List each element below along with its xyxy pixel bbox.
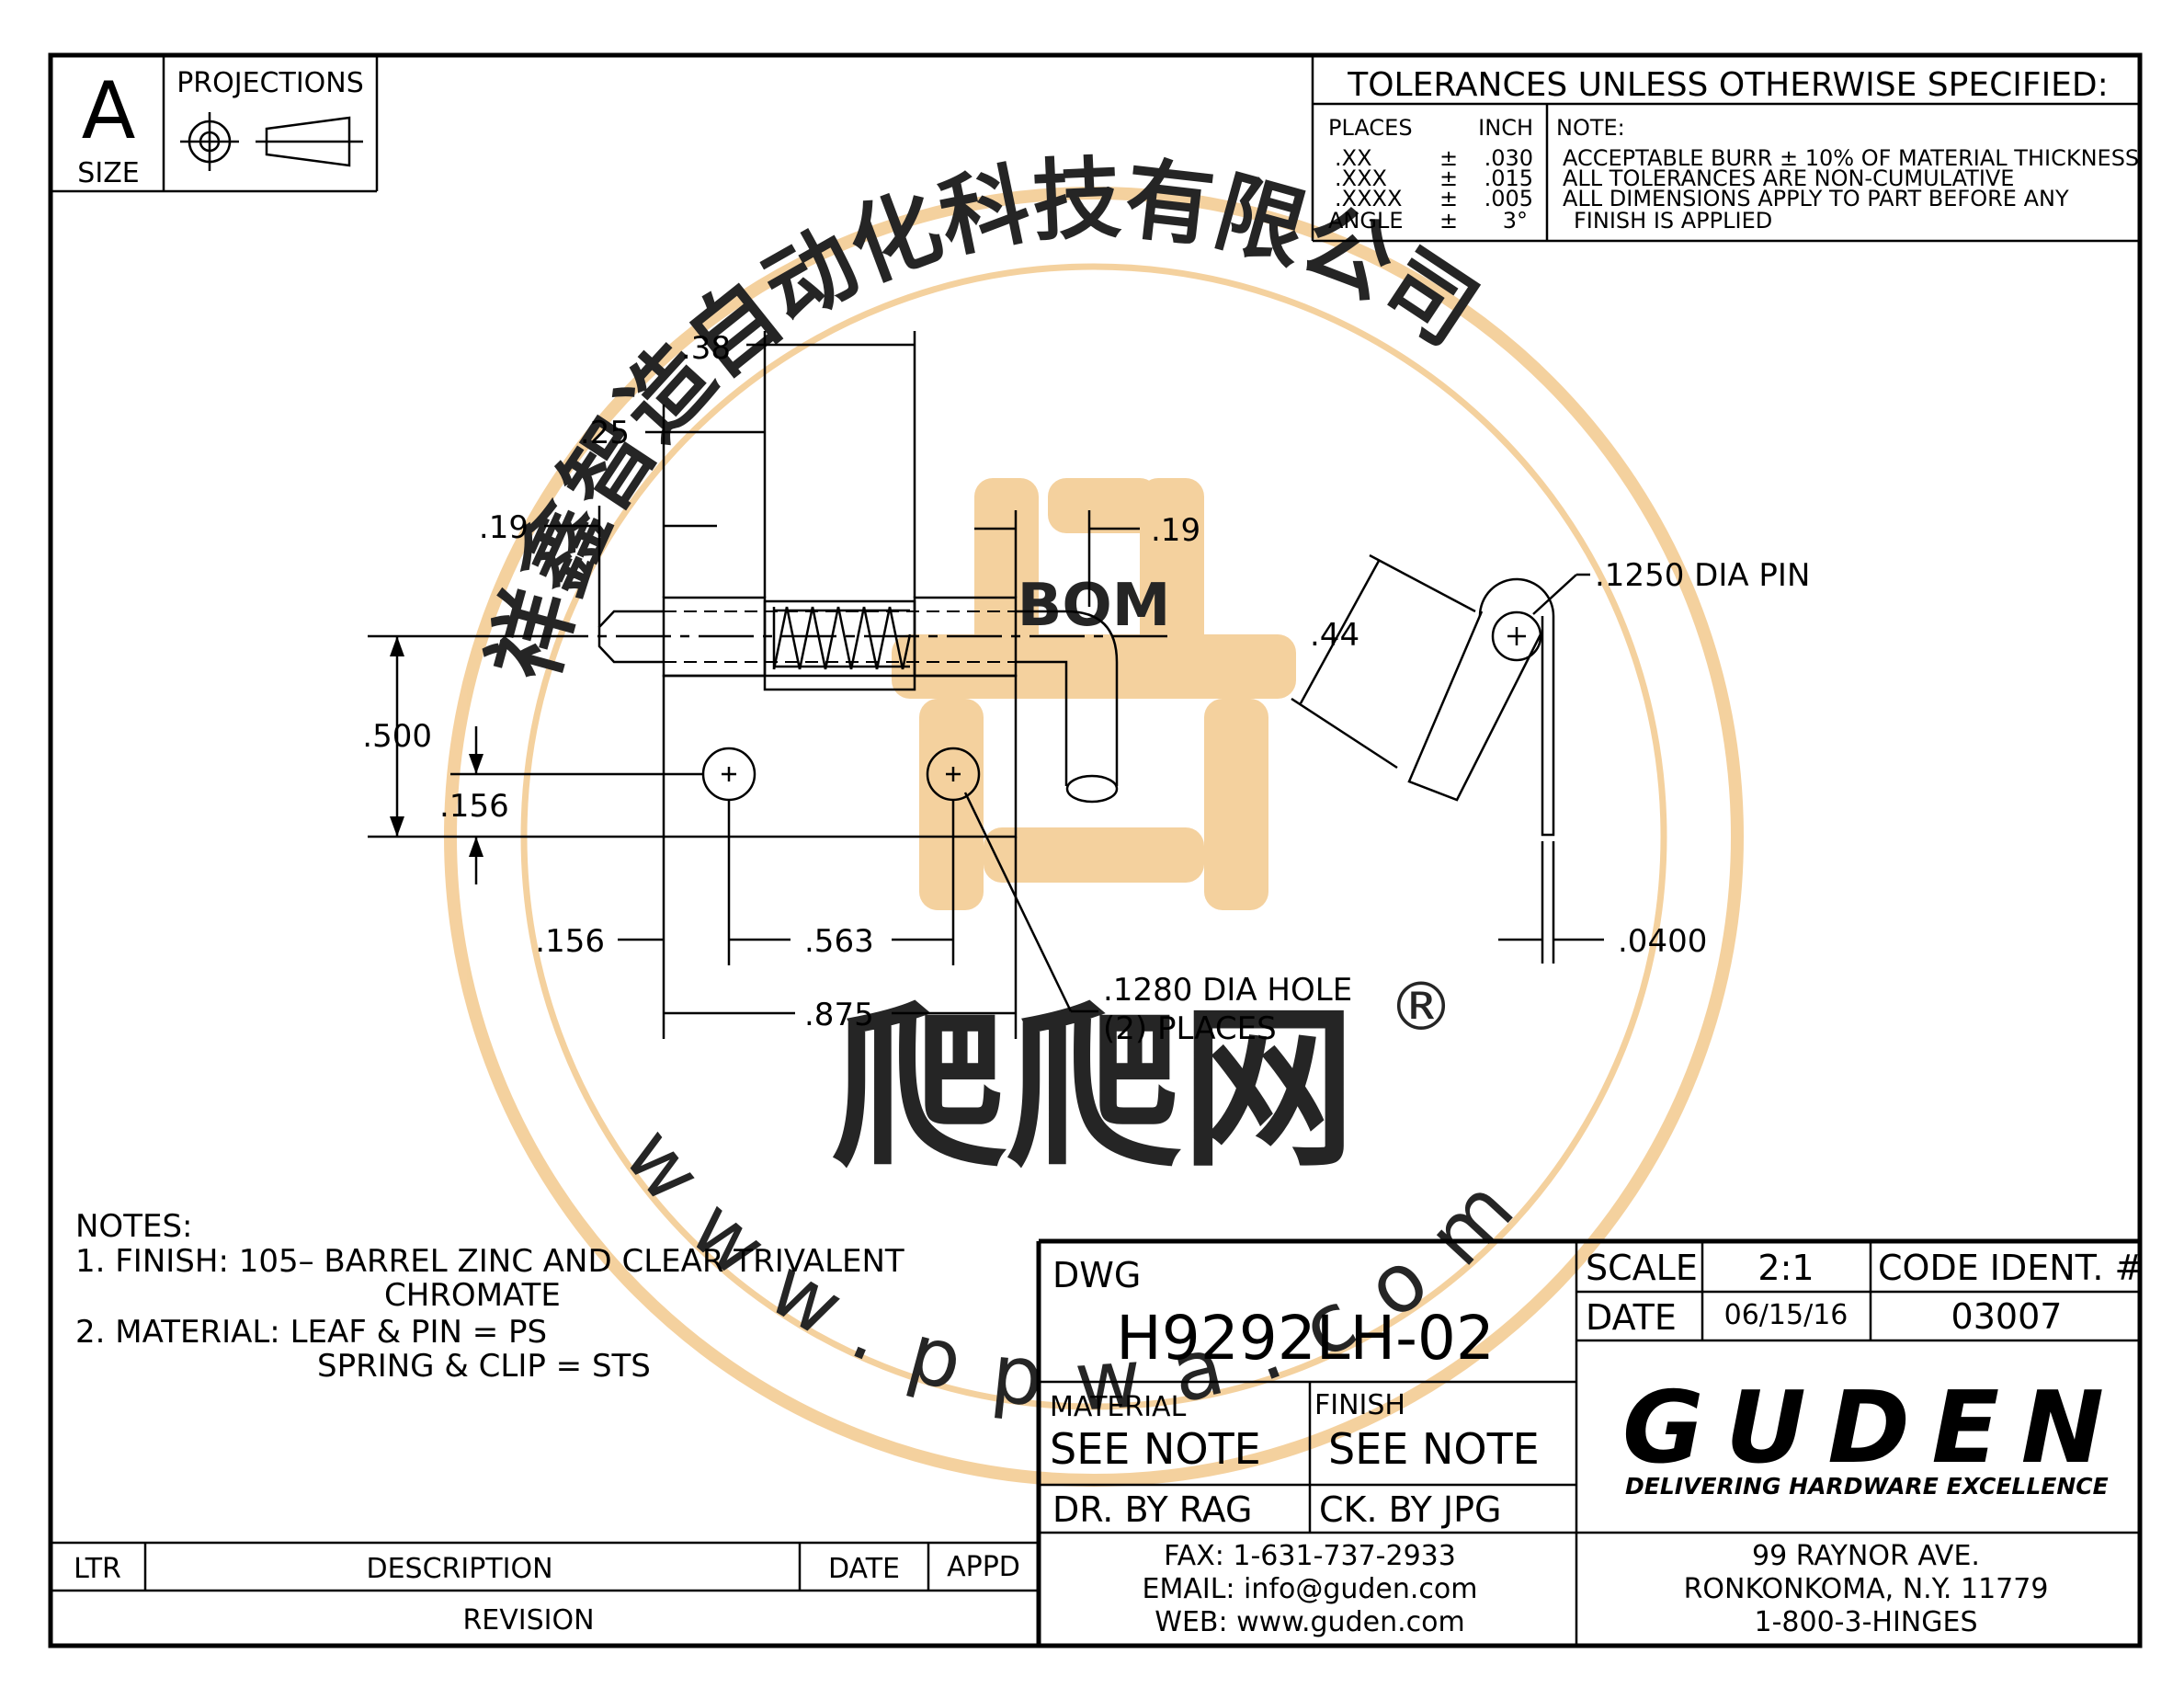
web: WEB: www.guden.com bbox=[1155, 1606, 1464, 1638]
fax: FAX: 1-631-737-2933 bbox=[1164, 1540, 1456, 1572]
address-line-3: 1-800-3-HINGES bbox=[1754, 1606, 1977, 1638]
size-label: SIZE bbox=[77, 157, 139, 189]
watermark-reg: ® bbox=[1388, 968, 1454, 1045]
note-line: ACCEPTABLE BURR ± 10% OF MATERIAL THICKN… bbox=[1563, 145, 2139, 171]
spring bbox=[772, 606, 912, 670]
watermark-bom: BOM bbox=[1018, 572, 1171, 640]
note-line: ALL DIMENSIONS APPLY TO PART BEFORE ANY bbox=[1563, 186, 2069, 211]
title-block: DWG H9292LH-02 MATERIAL SEE NOTE FINISH … bbox=[1036, 1238, 2144, 1646]
tolerance-rows: .XX ± .030 .XXX ± .015 .XXXX ± .005 ANGL… bbox=[1328, 145, 1533, 234]
tol-value: .030 bbox=[1484, 145, 1533, 171]
drawing-border bbox=[48, 52, 2143, 1648]
finish-label: FINISH bbox=[1314, 1389, 1405, 1421]
watermark-brand: 爬爬网 bbox=[832, 987, 1356, 1191]
rev-description-header: DESCRIPTION bbox=[366, 1553, 552, 1585]
tol-place: .XXXX bbox=[1335, 186, 1402, 211]
hinge-front-view bbox=[533, 596, 1172, 838]
tol-place: .XXX bbox=[1335, 165, 1387, 191]
dim-0156-vertical: .156 bbox=[439, 788, 509, 825]
material-value: SEE NOTE bbox=[1050, 1424, 1261, 1474]
revision-footer: REVISION bbox=[462, 1604, 594, 1637]
note-1-line-a: 1. FINISH: 105– BARREL ZINC AND CLEAR TR… bbox=[75, 1243, 904, 1280]
hole-callout-line2: (2) PLACES bbox=[1103, 1010, 1277, 1047]
pin-callout: .1250 DIA PIN bbox=[1595, 557, 1810, 594]
dim-0500: .500 bbox=[362, 718, 432, 755]
inch-header: INCH bbox=[1478, 115, 1533, 141]
dim-025: .25 bbox=[580, 415, 630, 451]
scale-value: 2:1 bbox=[1757, 1248, 1814, 1288]
code-ident-label: CODE IDENT. # bbox=[1878, 1248, 2144, 1288]
dim-044: .44 bbox=[1310, 617, 1359, 654]
rev-appd-header: APPD bbox=[947, 1551, 1020, 1583]
material-label: MATERIAL bbox=[1050, 1391, 1187, 1423]
note-2-line-b: SPRING & CLIP = STS bbox=[317, 1348, 651, 1385]
tol-place: .XX bbox=[1335, 145, 1372, 171]
drawn-by: DR. BY RAG bbox=[1052, 1489, 1252, 1530]
dim-019-right: .19 bbox=[1151, 512, 1200, 549]
date-label: DATE bbox=[1586, 1297, 1677, 1338]
rev-date-header: DATE bbox=[828, 1553, 900, 1585]
dwg-label: DWG bbox=[1052, 1255, 1141, 1295]
tol-value: .005 bbox=[1484, 186, 1533, 211]
size-block: A SIZE PROJECTIONS bbox=[51, 55, 379, 193]
hinge-side-view bbox=[1407, 577, 1555, 837]
note-2-line-a: 2. MATERIAL: LEAF & PIN = PS bbox=[75, 1314, 547, 1351]
dim-0400: .0400 bbox=[1618, 923, 1707, 960]
dim-0563: .563 bbox=[804, 923, 874, 960]
tol-pm: ± bbox=[1439, 165, 1458, 191]
tol-pm: ± bbox=[1439, 208, 1458, 234]
tolerances-block: TOLERANCES UNLESS OTHERWISE SPECIFIED: P… bbox=[1311, 55, 2140, 243]
checked-by: CK. BY JPG bbox=[1319, 1489, 1501, 1530]
tolerances-title: TOLERANCES UNLESS OTHERWISE SPECIFIED: bbox=[1347, 66, 2109, 104]
tol-value: 3° bbox=[1503, 208, 1528, 234]
address-line-2: RONKONKOMA, N.Y. 11779 bbox=[1684, 1573, 2049, 1605]
notes-title: NOTES: bbox=[75, 1208, 192, 1245]
dim-0156-horizontal: .156 bbox=[535, 923, 605, 960]
note-line: FINISH IS APPLIED bbox=[1574, 208, 1772, 234]
guden-tagline: DELIVERING HARDWARE EXCELLENCE bbox=[1625, 1473, 2109, 1500]
third-angle-projection-icon bbox=[180, 112, 363, 171]
tol-pm: ± bbox=[1439, 145, 1458, 171]
note-line: ALL TOLERANCES ARE NON-CUMULATIVE bbox=[1563, 165, 2014, 191]
finish-value: SEE NOTE bbox=[1328, 1424, 1540, 1474]
dim-038: .38 bbox=[681, 330, 731, 367]
date-value: 06/15/16 bbox=[1724, 1299, 1848, 1331]
email: EMAIL: info@guden.com bbox=[1142, 1573, 1477, 1605]
note-1-line-b: CHROMATE bbox=[384, 1277, 561, 1314]
guden-logo: GUDEN DELIVERING HARDWARE EXCELLENCE bbox=[1622, 1371, 2109, 1500]
dimensions: .38 .25 .19 .19 .500 .156 bbox=[362, 330, 1810, 1047]
size-letter: A bbox=[82, 65, 136, 157]
notes-block: NOTES: 1. FINISH: 105– BARREL ZINC AND C… bbox=[75, 1208, 904, 1385]
dwg-number: H9292LH-02 bbox=[1116, 1303, 1495, 1374]
code-ident-value: 03007 bbox=[1951, 1296, 2063, 1337]
tol-pm: ± bbox=[1439, 186, 1458, 211]
places-header: PLACES bbox=[1328, 115, 1413, 141]
revision-block: LTR DESCRIPTION DATE APPD REVISION bbox=[51, 1541, 1039, 1637]
address-line-1: 99 RAYNOR AVE. bbox=[1752, 1540, 1980, 1572]
dim-019-left: .19 bbox=[479, 509, 529, 546]
tol-place: ANGLE bbox=[1328, 208, 1404, 234]
rev-ltr-header: LTR bbox=[74, 1553, 121, 1585]
dim-0875: .875 bbox=[804, 997, 874, 1033]
projections-label: PROJECTIONS bbox=[176, 67, 364, 99]
hole-callout-line1: .1280 DIA HOLE bbox=[1103, 972, 1352, 1009]
tol-value: .015 bbox=[1484, 165, 1533, 191]
guden-logo-text: GUDEN bbox=[1622, 1371, 2103, 1486]
note-header: NOTE: bbox=[1556, 115, 1625, 141]
scale-label: SCALE bbox=[1586, 1248, 1698, 1288]
